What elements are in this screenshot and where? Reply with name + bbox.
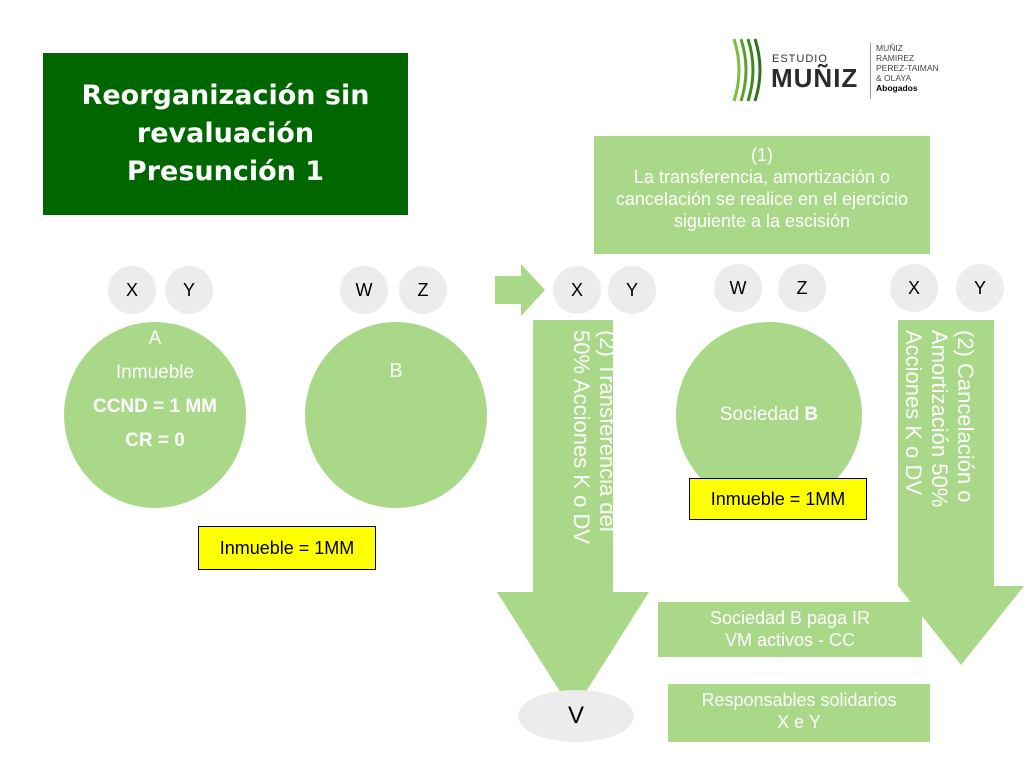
shareholder-z-left: Z bbox=[399, 266, 447, 314]
shareholder-y-right-2: Y bbox=[956, 264, 1004, 312]
logo: ESTUDIO MUÑIZ MUÑIZ RAMIREZ PEREZ-TAIMAN… bbox=[728, 35, 968, 105]
logo-partner-2: RAMIREZ bbox=[876, 53, 915, 63]
company-b-circle: B bbox=[305, 322, 487, 508]
sociedad-b-prefix: Sociedad bbox=[719, 404, 805, 425]
logo-partner-3: PEREZ-TAIMAN bbox=[876, 63, 939, 73]
responsables-line-2: X e Y bbox=[777, 712, 821, 732]
right-arrow-icon bbox=[495, 264, 545, 316]
note-1-box: (1) La transferencia, amortización o can… bbox=[594, 136, 930, 254]
responsables-line-1: Responsables solidarios bbox=[701, 690, 897, 710]
title-line-2: revaluación bbox=[136, 118, 315, 149]
shareholder-y-right-1: Y bbox=[608, 266, 656, 314]
company-a-cr: CR = 0 bbox=[125, 430, 185, 451]
ir-box-line-2: VM activos - CC bbox=[724, 630, 856, 650]
shareholder-x-right-1: X bbox=[553, 266, 601, 314]
sociedad-b-circle: Sociedad B bbox=[676, 322, 862, 508]
ir-box-line-1: Sociedad B paga IR bbox=[709, 608, 871, 628]
inmueble-label-left: Inmueble = 1MM bbox=[198, 526, 376, 570]
logo-muniz: MUÑIZ bbox=[771, 63, 859, 93]
shareholder-w-left: W bbox=[340, 266, 388, 314]
company-b-name: B bbox=[389, 360, 403, 382]
transfer-down-arrow-icon bbox=[497, 320, 649, 712]
cancel-arrow-text: (2) Cancelación o Amortización 50% Accio… bbox=[901, 330, 978, 508]
company-a-name: A bbox=[148, 328, 162, 349]
cancel-down-arrow-icon bbox=[898, 320, 1024, 665]
logo-estudio: ESTUDIO bbox=[772, 53, 828, 65]
title-line-1: Reorganización sin bbox=[81, 80, 370, 111]
shareholder-y-left: Y bbox=[165, 266, 213, 314]
note-1-text: La transferencia, amortización o cancela… bbox=[615, 167, 909, 231]
logo-partners: MUÑIZ RAMIREZ PEREZ-TAIMAN & OLAYA Aboga… bbox=[876, 43, 939, 93]
company-a-asset: Inmueble bbox=[115, 362, 195, 383]
logo-divider bbox=[870, 43, 871, 99]
inmueble-label-right: Inmueble = 1MM bbox=[689, 478, 867, 520]
ir-box: Sociedad B paga IR VM activos - CC bbox=[658, 602, 922, 657]
title-box: Reorganización sin revaluación Presunció… bbox=[43, 53, 408, 215]
logo-partner-1: MUÑIZ bbox=[876, 43, 903, 53]
company-a-ccnd: CCND = 1 MM bbox=[92, 396, 218, 417]
responsables-box: Responsables solidarios X e Y bbox=[668, 684, 930, 742]
logo-abogados: Abogados bbox=[876, 83, 918, 93]
v-oval: V bbox=[518, 690, 634, 742]
company-a-circle: A Inmueble CCND = 1 MM CR = 0 bbox=[64, 322, 246, 508]
title-line-3: Presunción 1 bbox=[126, 156, 325, 187]
shareholder-z-right: Z bbox=[778, 264, 826, 312]
sociedad-b-label: Sociedad B bbox=[720, 404, 818, 426]
transfer-arrow-text: (2) Transferencia del 50% Acciones K o D… bbox=[569, 330, 620, 545]
shareholder-x-left: X bbox=[108, 266, 156, 314]
sociedad-b-bold: B bbox=[804, 404, 819, 425]
shareholder-w-right: W bbox=[714, 264, 762, 312]
logo-partner-4: & OLAYA bbox=[876, 73, 912, 83]
note-1-number: (1) bbox=[751, 145, 773, 165]
logo-mark-icon bbox=[732, 38, 762, 102]
shareholder-x-right-2: X bbox=[890, 264, 938, 312]
